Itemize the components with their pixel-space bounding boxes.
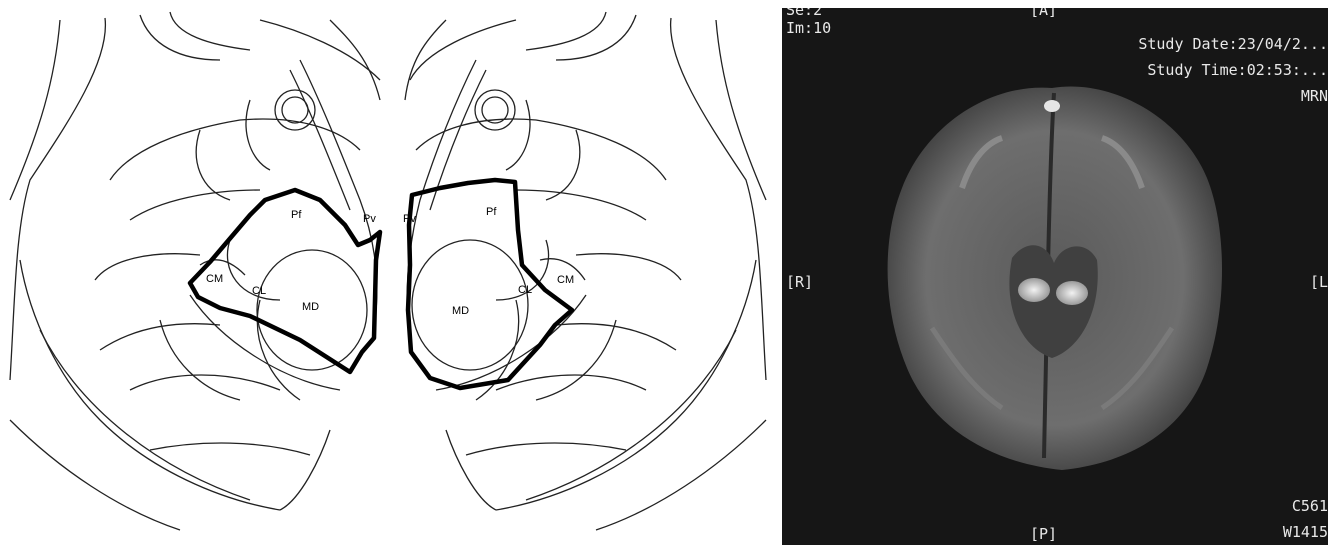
modality-label: MRN — [1301, 88, 1328, 105]
left-label-cm: CM — [206, 273, 223, 285]
brain-outline-lines — [10, 12, 766, 530]
series-label: Se:2 — [786, 8, 822, 19]
orientation-left: [L — [1310, 274, 1328, 291]
orientation-posterior: [P] — [1030, 526, 1057, 543]
study-date-label: Study Date:23/04/2... — [1138, 36, 1328, 53]
lesion-right-thalamus — [1056, 281, 1088, 305]
image-number-label: Im:10 — [786, 20, 831, 37]
right-label-pv: Pv — [403, 213, 416, 225]
right-label-pf: Pf — [486, 206, 497, 218]
right-label-md: MD — [452, 305, 469, 317]
left-label-pv: Pv — [363, 213, 376, 225]
left-label-pf: Pf — [291, 209, 302, 221]
orientation-right: [R] — [786, 274, 813, 291]
mri-brain-image — [782, 8, 1328, 545]
frontal-bright-spot — [1044, 100, 1060, 112]
mri-viewer[interactable]: Se:2 Im:10 [A] Study Date:23/04/2... Stu… — [782, 8, 1328, 545]
lesion-left-thalamus — [1018, 278, 1050, 302]
right-label-cm: CM — [557, 274, 574, 286]
left-label-md: MD — [302, 301, 319, 313]
window-center-label: C561 — [1292, 498, 1328, 515]
window-width-label: W1415 — [1283, 524, 1328, 541]
diagram-svg: Pf Pv CM CL MD Pf Pv CM CL MD — [0, 0, 776, 545]
right-label-cl: CL — [518, 284, 532, 296]
left-label-cl: CL — [252, 285, 266, 297]
thalamus-diagram: Pf Pv CM CL MD Pf Pv CM CL MD — [0, 0, 776, 545]
orientation-anterior: [A] — [1030, 8, 1057, 19]
study-time-label: Study Time:02:53:... — [1147, 62, 1328, 79]
